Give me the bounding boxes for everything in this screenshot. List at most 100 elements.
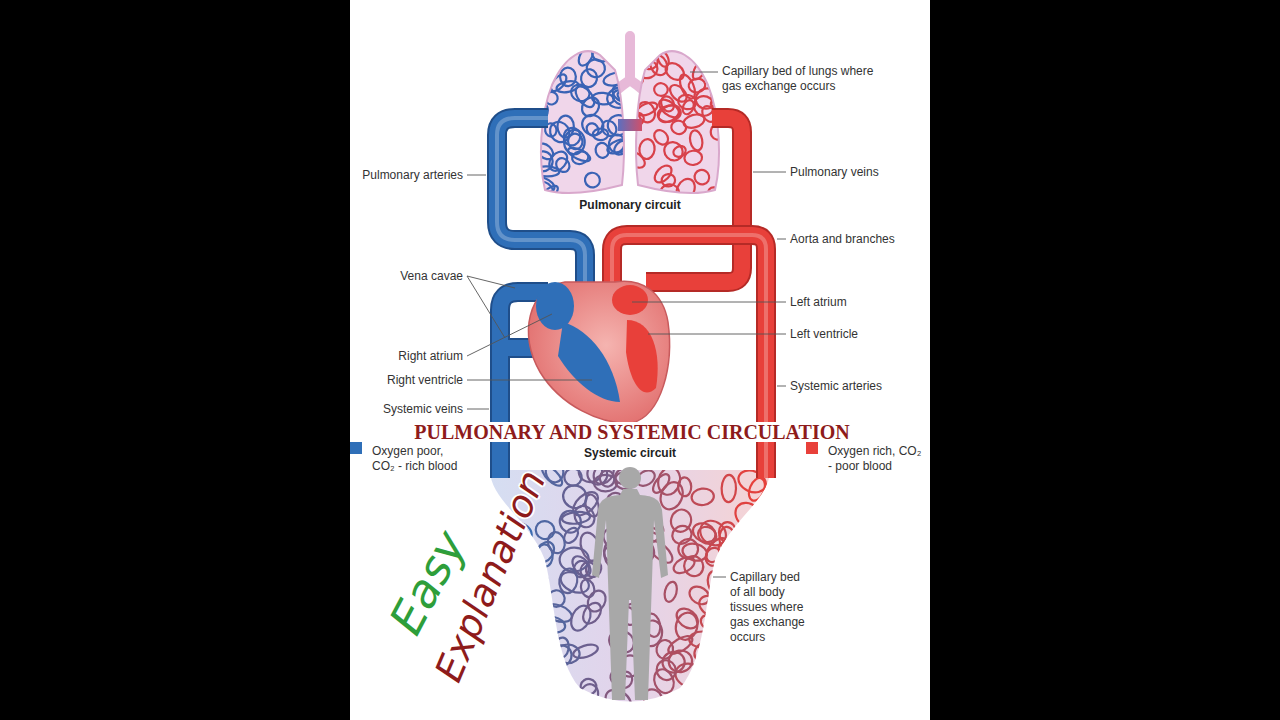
leader-line — [777, 386, 786, 387]
right-atrium — [536, 282, 574, 330]
leader-line — [777, 239, 786, 240]
leader-line — [467, 276, 515, 338]
lung-outline — [636, 51, 719, 193]
leader-line — [648, 334, 786, 335]
capillary-loop — [695, 524, 719, 547]
pulmonary-artery — [497, 118, 585, 292]
legend-swatch — [806, 442, 818, 454]
capillary-loop — [571, 150, 590, 166]
structure-label: Left ventricle — [790, 327, 858, 342]
capillary-loop — [713, 659, 743, 692]
heart-wall — [528, 281, 669, 423]
capillary-loop — [651, 666, 677, 696]
human-head — [619, 467, 641, 489]
capillary-loop — [699, 657, 720, 689]
circuit-label: Systemic circuit — [584, 446, 676, 461]
legend-text: Oxygen rich, CO₂ - poor blood — [828, 444, 922, 474]
capillary-loop — [582, 170, 603, 191]
capillary-loop — [630, 40, 647, 58]
capillary-loop — [638, 138, 655, 160]
structure-label: Vena cavae — [400, 269, 463, 284]
black-bar — [930, 0, 1280, 720]
capillary-loop — [558, 567, 579, 594]
capillary-loop — [690, 55, 712, 82]
capillary-loop — [707, 634, 731, 658]
capillary-loop — [668, 507, 694, 534]
capillary-loop — [635, 58, 660, 81]
capillary-loop — [537, 614, 567, 635]
capillary-loop — [741, 506, 774, 539]
capillary-loop — [578, 111, 607, 139]
capillary-loop — [728, 686, 761, 715]
capillary-loop — [662, 60, 687, 84]
capillary-loop — [579, 578, 597, 599]
capillary-loop — [523, 602, 551, 620]
legend-text: Oxygen poor, CO₂ - rich blood — [372, 444, 461, 474]
structure-label: Capillary bed of lungs where gas exchang… — [722, 64, 877, 94]
capillary-loop — [729, 641, 751, 664]
structure-label: Pulmonary veins — [790, 165, 879, 180]
capillary-loop — [536, 544, 553, 567]
capillary-loop — [706, 570, 725, 596]
capillary-loop — [579, 678, 598, 696]
capillary-loop — [678, 539, 699, 560]
capillary-loop — [738, 694, 763, 716]
left-ventricle — [626, 320, 658, 393]
capillary-loop — [566, 132, 585, 151]
leader-line — [467, 314, 552, 356]
capillary-loop — [673, 610, 700, 642]
structure-label: Left atrium — [790, 295, 847, 310]
capillary-loop — [528, 619, 562, 652]
heart — [528, 281, 669, 423]
capillary-loop — [534, 691, 553, 713]
capillary-loop — [726, 551, 744, 567]
leader-line — [713, 577, 726, 578]
capillary-loop — [493, 642, 519, 663]
lung-vessel-bridge — [618, 119, 642, 131]
capillary-loop — [584, 588, 609, 615]
capillary-loop — [579, 599, 604, 626]
structure-label: Capillary bed of all body tissues where … — [730, 570, 808, 645]
capillary-loop — [698, 611, 727, 636]
capillary-loop — [580, 68, 599, 89]
capillary-loop — [689, 631, 716, 648]
capillary-loop — [755, 679, 772, 697]
leader-line — [690, 72, 718, 73]
leader-line — [467, 409, 489, 410]
capillary-loop — [535, 183, 560, 207]
human-body — [592, 489, 668, 700]
capillary-loop — [688, 129, 704, 151]
capillary-loop — [567, 602, 594, 633]
capillary-loop — [557, 508, 584, 536]
capillary-loop — [691, 487, 715, 506]
capillary-loop — [735, 667, 760, 693]
capillary-loop — [516, 635, 540, 659]
capillary-loop — [702, 534, 732, 566]
legend-swatch — [350, 442, 362, 454]
capillary-loop — [534, 670, 563, 699]
capillary-loop — [665, 691, 688, 716]
lung-outline — [541, 51, 624, 193]
black-bar — [0, 0, 350, 720]
capillary-loop — [534, 141, 556, 163]
capillary-loop — [735, 691, 760, 711]
structure-label: Aorta and branches — [790, 232, 895, 247]
capillary-loop — [569, 553, 594, 580]
capillary-loop — [715, 541, 737, 566]
capillary-loop — [585, 696, 605, 717]
capillary-loop — [693, 85, 721, 112]
capillary-loop — [561, 689, 589, 720]
capillary-loop — [541, 53, 564, 76]
capillary-loop — [501, 643, 522, 665]
capillary-loop — [697, 681, 731, 711]
capillary-loop — [729, 685, 753, 709]
leader-line — [467, 175, 486, 176]
capillary-loop — [546, 641, 576, 671]
capillary-loop — [519, 643, 542, 663]
left-atrium — [612, 285, 648, 315]
capillary-loop — [663, 580, 679, 603]
capillary-loop — [667, 82, 690, 105]
capillary-loop — [522, 581, 549, 603]
